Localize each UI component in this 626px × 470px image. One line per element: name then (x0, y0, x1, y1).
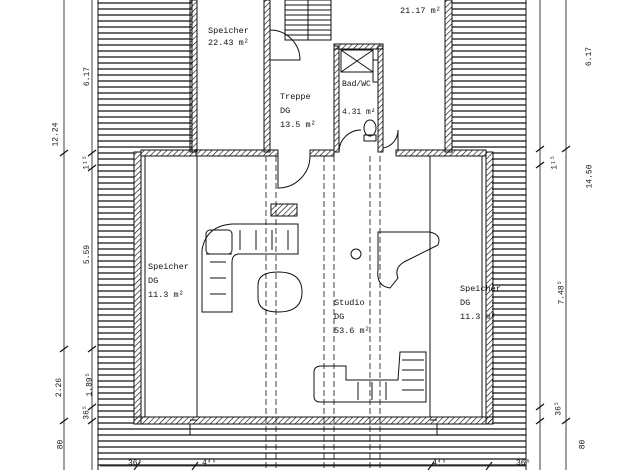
dim-right-bottom: 80 (578, 439, 588, 450)
roof-hatching (97, 0, 527, 470)
room-speicher-right-name: Speicher (460, 284, 501, 294)
room-speicher-top-area: 22.43 m² (208, 38, 249, 48)
room-treppe-area: 13.5 m² (280, 120, 316, 130)
dim-right-knee: 1¹⁵ (550, 155, 560, 170)
bathroom-fixtures (340, 49, 379, 142)
freeform-table (350, 231, 440, 289)
room-studio-name: Studio (334, 298, 365, 308)
room-studio-level: DG (334, 312, 345, 322)
room-bad-area: 4.31 m² (342, 108, 376, 117)
room-treppe-level: DG (280, 106, 291, 116)
dim-bottom-4: 36⁵ (516, 459, 531, 468)
dim-bottom-2: 4⁴⁵ (202, 459, 217, 468)
dim-bottom-1: 36⁵ (128, 459, 143, 468)
room-speicher-right-level: DG (460, 298, 471, 308)
dim-left-lower-c: 36⁵ (82, 405, 92, 420)
dim-right-upper: 6.17 (585, 46, 595, 67)
dim-left-upper: 6.17 (83, 66, 93, 87)
dim-right-mid: 7.48⁵ (557, 280, 567, 305)
room-speicher-left-level: DG (148, 276, 159, 286)
staircase (284, 0, 332, 41)
dim-right-lower: 36⁵ (554, 401, 564, 416)
room-top-right-area: 21.17 m² (400, 6, 441, 16)
dim-left-total: 12.24 (51, 122, 61, 147)
dim-left-lower-b: 1.89⁵ (85, 372, 95, 397)
ridge-lines (265, 156, 381, 470)
room-speicher-top-name: Speicher (208, 26, 249, 36)
door-swings (269, 29, 399, 189)
room-bad-name: Bad/WC (342, 80, 371, 89)
corner-sofa-left (201, 223, 299, 313)
coffee-table (257, 271, 303, 313)
room-studio-area: 53.6 m² (334, 326, 370, 336)
dimension-lines (59, 0, 571, 470)
partition-lines (144, 156, 483, 435)
room-speicher-left-name: Speicher (148, 262, 189, 272)
dim-left-bottom: 80 (56, 439, 66, 450)
dim-bottom-3: 4⁴⁵ (432, 459, 447, 468)
room-speicher-right-area: 11.3 m² (460, 312, 496, 322)
dim-left-lower-a: 2.26 (55, 377, 65, 398)
room-speicher-left-area: 11.3 m² (148, 290, 184, 300)
dim-left-knee-1: 1¹⁵ (82, 155, 92, 170)
dim-right-total: 14.50 (585, 164, 595, 189)
sofa-bottom (313, 351, 427, 403)
walls (133, 0, 494, 425)
dim-left-mid: 5.59 (83, 244, 93, 265)
room-treppe-name: Treppe (280, 92, 311, 102)
